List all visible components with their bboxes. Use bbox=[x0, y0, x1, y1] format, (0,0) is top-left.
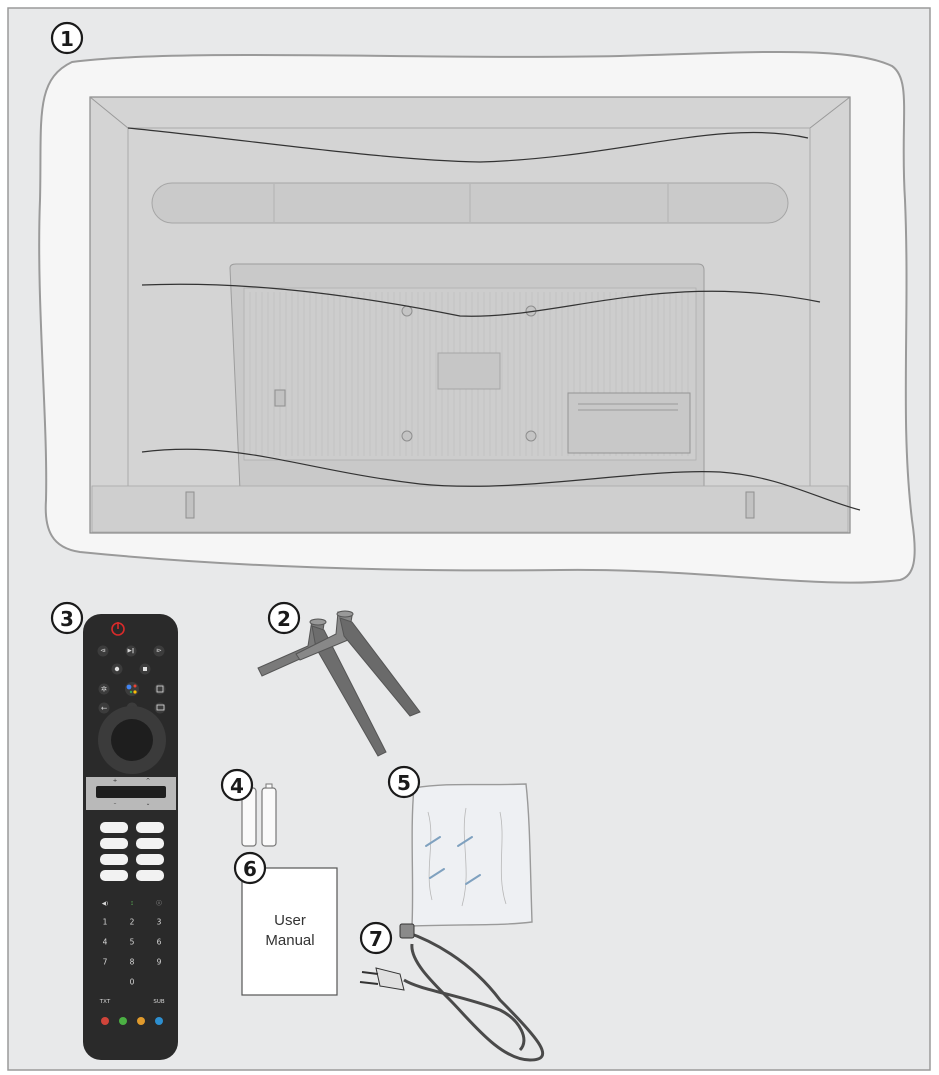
svg-text:3: 3 bbox=[60, 607, 74, 631]
mute-icon: ◀) bbox=[102, 901, 108, 907]
svg-text:⌄: ⌄ bbox=[146, 801, 151, 807]
color-key-2 bbox=[119, 1017, 127, 1025]
remote-body bbox=[83, 614, 178, 1060]
app-button bbox=[136, 870, 164, 881]
vesa-hole bbox=[526, 431, 536, 441]
callout-7: 7 bbox=[361, 923, 391, 953]
digit-key-5: 5 bbox=[130, 938, 135, 947]
vesa-hole bbox=[402, 306, 412, 316]
svg-text:2: 2 bbox=[277, 607, 291, 631]
stand-mount-left bbox=[186, 492, 194, 518]
eco-icon: ⟟ bbox=[131, 901, 133, 907]
forward-icon: ⧐ bbox=[156, 648, 162, 654]
label-plate bbox=[438, 353, 500, 389]
app-button bbox=[100, 838, 128, 849]
play-pause-icon: ▶‖ bbox=[128, 648, 135, 654]
callout-6: 6 bbox=[235, 853, 265, 883]
digit-key-8: 8 bbox=[130, 958, 135, 967]
record-icon bbox=[115, 667, 119, 671]
callout-3: 3 bbox=[52, 603, 82, 633]
back-icon: ← bbox=[101, 704, 107, 713]
callout-4: 4 bbox=[222, 770, 252, 800]
ok-button bbox=[111, 719, 153, 761]
app-button bbox=[136, 838, 164, 849]
callout-2: 2 bbox=[269, 603, 299, 633]
color-key-4 bbox=[155, 1017, 163, 1025]
digit-key-2: 2 bbox=[130, 918, 135, 927]
tv-item bbox=[39, 52, 915, 583]
remote-control: ⧏ ▶‖ ⧐ ✲ ← ⌂ + ^ – ⌄ ◀) bbox=[83, 614, 178, 1060]
digit-key-7: 7 bbox=[103, 958, 108, 967]
screw-bag bbox=[412, 784, 532, 926]
color-key-1 bbox=[101, 1017, 109, 1025]
vesa-hole bbox=[402, 431, 412, 441]
svg-text:5: 5 bbox=[397, 771, 411, 795]
callout-1: 1 bbox=[52, 23, 82, 53]
app-button bbox=[100, 870, 128, 881]
digit-key-9: 9 bbox=[157, 958, 162, 967]
port-panel bbox=[568, 393, 690, 453]
info-icon: ⓘ bbox=[156, 899, 162, 907]
stand-mount-right bbox=[746, 492, 754, 518]
svg-text:7: 7 bbox=[369, 927, 383, 951]
stop-icon bbox=[143, 667, 147, 671]
manual-title-line2: Manual bbox=[265, 932, 314, 949]
digit-key-0: 0 bbox=[130, 978, 135, 987]
digit-key-3: 3 bbox=[157, 918, 162, 927]
digit-key-4: 4 bbox=[103, 938, 108, 947]
plug-connector bbox=[400, 924, 414, 938]
svg-text:^: ^ bbox=[146, 778, 151, 784]
digit-key-1: 1 bbox=[103, 918, 108, 927]
app-button bbox=[136, 854, 164, 865]
svg-text:–: – bbox=[114, 801, 117, 807]
power-socket bbox=[275, 390, 285, 406]
battery-2 bbox=[262, 788, 276, 846]
app-button bbox=[100, 854, 128, 865]
digit-key-6: 6 bbox=[157, 938, 162, 947]
settings-icon: ✲ bbox=[101, 685, 107, 694]
app-button bbox=[136, 822, 164, 833]
manual-title-line1: User bbox=[274, 912, 306, 929]
callout-5: 5 bbox=[389, 767, 419, 797]
txt-key: TXT bbox=[99, 999, 111, 1005]
color-key-3 bbox=[137, 1017, 145, 1025]
svg-text:+: + bbox=[113, 778, 118, 784]
svg-text:1: 1 bbox=[60, 27, 74, 51]
svg-text:4: 4 bbox=[230, 774, 244, 798]
user-manual: User Manual bbox=[242, 868, 337, 995]
svg-text:6: 6 bbox=[243, 857, 257, 881]
rewind-icon: ⧏ bbox=[100, 648, 106, 654]
assistant-icon bbox=[127, 685, 132, 690]
sub-key: SUB bbox=[153, 999, 165, 1005]
app-button bbox=[100, 822, 128, 833]
